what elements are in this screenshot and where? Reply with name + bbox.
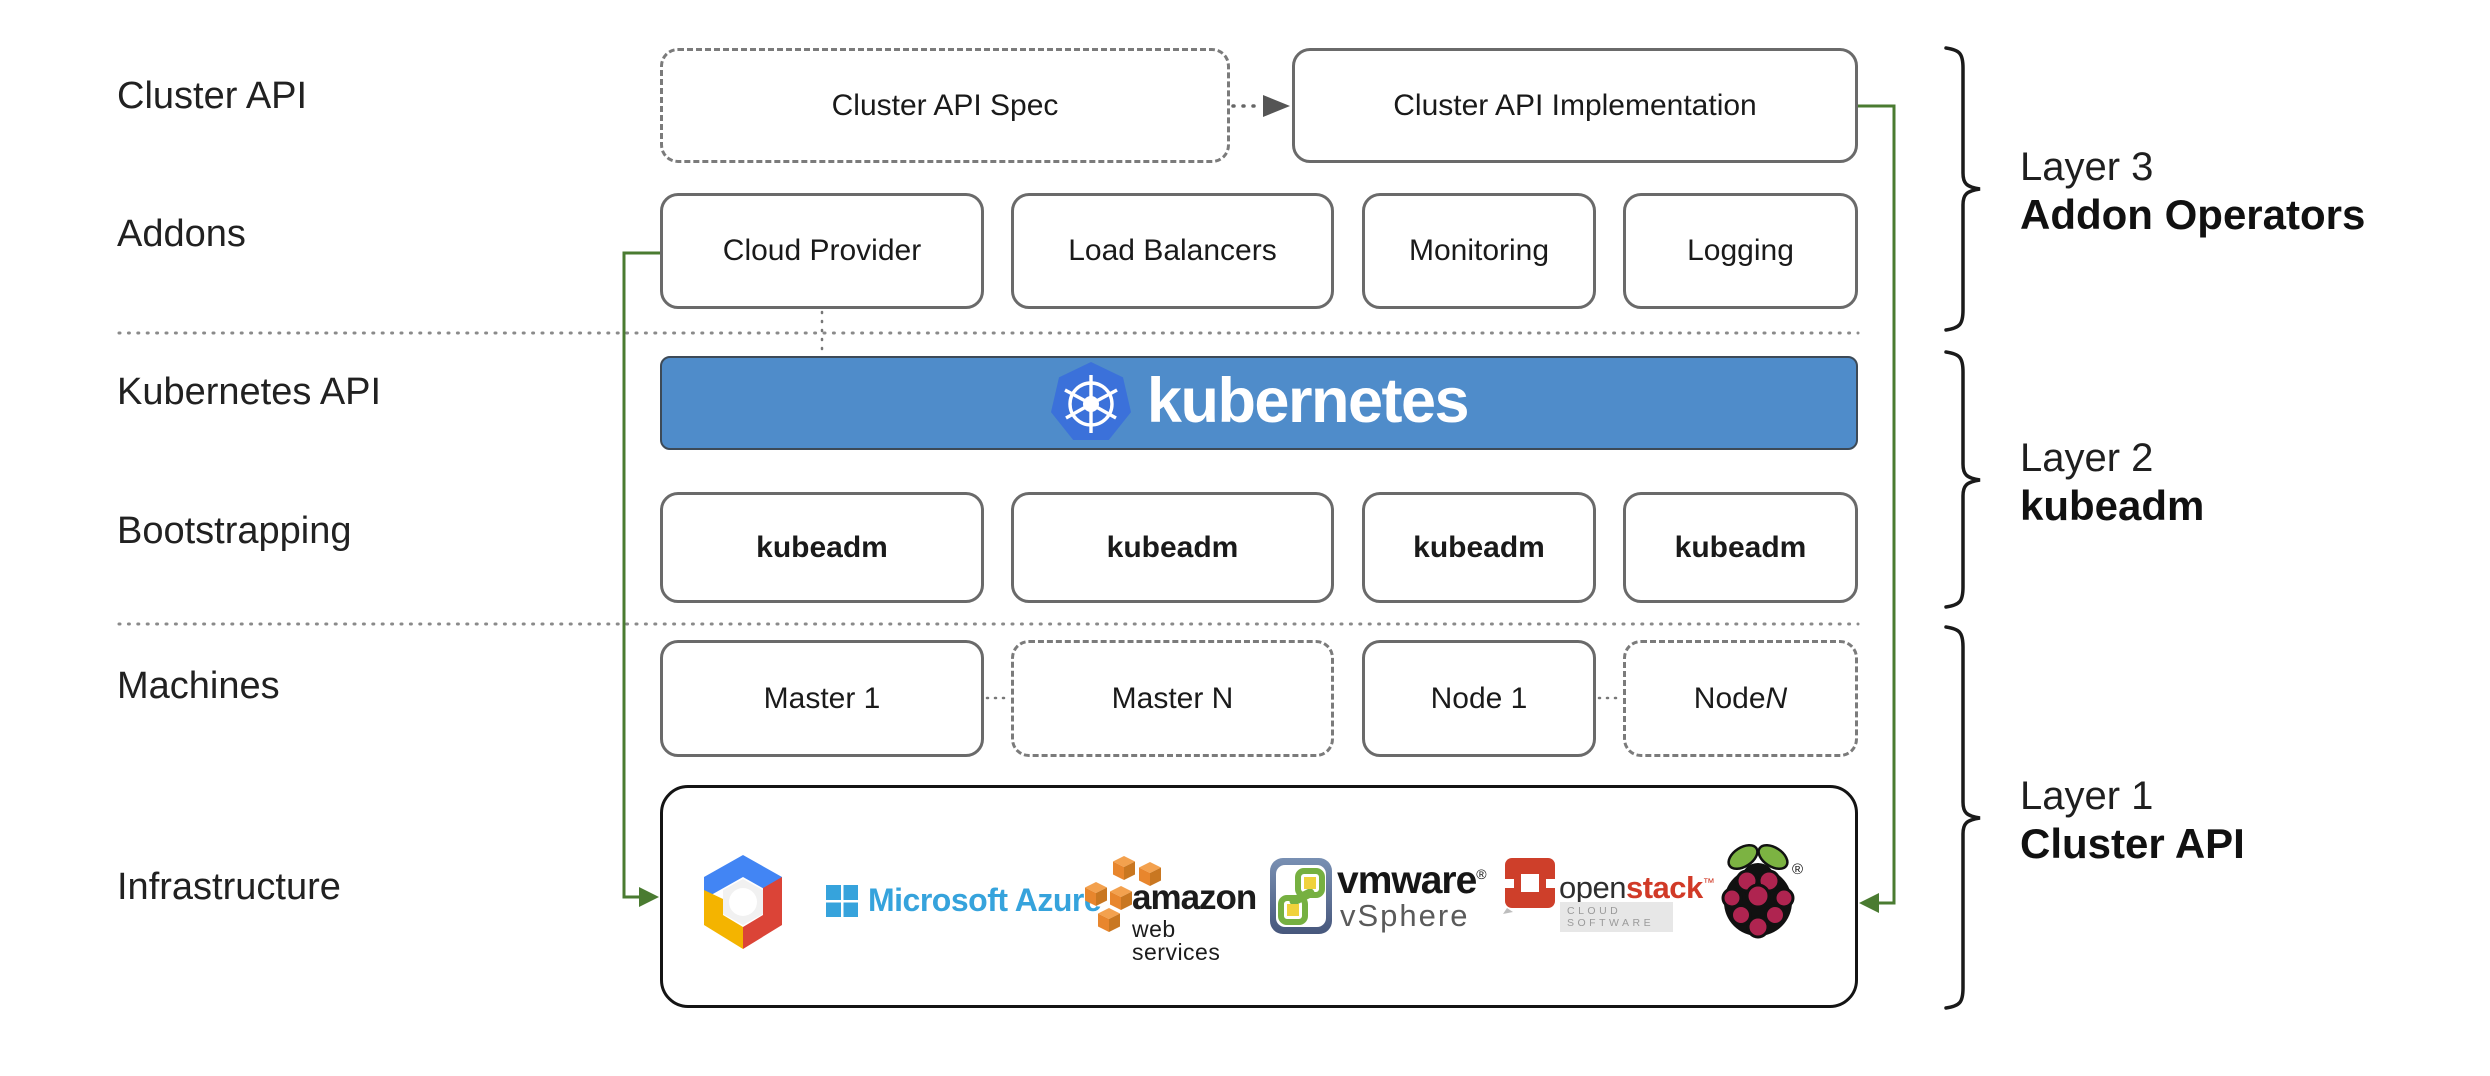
- openstack-wordmark-stack: stack: [1625, 870, 1703, 905]
- green-arrowhead-right-icon: [1859, 893, 1879, 913]
- aws-cube: [1098, 908, 1120, 932]
- machine-box-master-1: Master 1: [660, 640, 984, 757]
- machine-label: Node 1: [1430, 681, 1528, 715]
- layer1-label: Layer 1 Cluster API: [2020, 772, 2245, 868]
- azure-wordmark: Microsoft Azure: [868, 882, 1102, 918]
- openstack-icon: [1503, 858, 1555, 914]
- layer2-title: Layer 2: [2020, 436, 2154, 480]
- machine-label: Master N: [1111, 681, 1234, 715]
- row-label-kubernetes-api: Kubernetes API: [117, 371, 382, 413]
- addon-box-monitoring: Monitoring: [1362, 193, 1596, 309]
- green-arrowhead-left-icon: [639, 887, 659, 907]
- infrastructure-providers-box: [660, 785, 1858, 1008]
- addon-box-cloud-provider: Cloud Provider: [660, 193, 984, 309]
- row-label-bootstrapping: Bootstrapping: [117, 510, 352, 552]
- kubernetes-banner: kubernetes: [660, 356, 1858, 450]
- aws-subtext: web services: [1132, 916, 1221, 965]
- addon-label: Load Balancers: [1068, 234, 1277, 267]
- kubernetes-logo-icon: [1050, 362, 1131, 440]
- vmware-wordmark: vmware: [1337, 859, 1477, 902]
- cluster-api-implementation-label: Cluster API Implementation: [1393, 88, 1757, 122]
- kubeadm-box-3: kubeadm: [1362, 492, 1596, 603]
- raspberry-pi-logo: ®: [1718, 840, 1804, 948]
- machine-label: Node: [1693, 681, 1766, 715]
- vmware-vsphere-logo: vmware® vSphere: [1270, 856, 1487, 938]
- machine-label: Master 1: [763, 681, 881, 715]
- cluster-api-implementation-box: Cluster API Implementation: [1292, 48, 1858, 163]
- raspberry-pi-icon: ®: [1721, 843, 1803, 939]
- layer1-subtitle: Cluster API: [2020, 820, 2245, 867]
- spec-to-impl-arrowhead-icon: [1263, 95, 1290, 117]
- row-label-machines: Machines: [117, 665, 280, 707]
- cluster-api-spec-label: Cluster API Spec: [831, 88, 1059, 122]
- cluster-api-spec-box: Cluster API Spec: [660, 48, 1230, 163]
- row-label-cluster-api: Cluster API: [117, 75, 308, 117]
- raspberry-pi-registered-mark: ®: [1792, 861, 1803, 878]
- aws-cube: [1139, 862, 1161, 886]
- addon-box-logging: Logging: [1623, 193, 1858, 309]
- addon-label: Cloud Provider: [722, 234, 922, 267]
- aws-cube: [1085, 882, 1107, 906]
- layer2-subtitle: kubeadm: [2020, 482, 2205, 529]
- layer2-brace: [1944, 350, 1981, 609]
- kubeadm-box-4: kubeadm: [1623, 492, 1858, 603]
- kubeadm-label: kubeadm: [756, 530, 888, 564]
- kubeadm-label: kubeadm: [1674, 530, 1807, 564]
- kubeadm-label: kubeadm: [1413, 530, 1545, 564]
- addon-label: Logging: [1687, 234, 1794, 267]
- vmware-registered-mark: ®: [1476, 866, 1486, 882]
- green-connector-left: [622, 251, 660, 899]
- kubeadm-box-1: kubeadm: [660, 492, 984, 603]
- google-cloud-icon: [704, 855, 782, 949]
- layer3-brace: [1944, 46, 1981, 332]
- green-connector-right: [1858, 104, 1896, 905]
- kubeadm-box-2: kubeadm: [1011, 492, 1334, 603]
- row-label-addons: Addons: [117, 213, 246, 255]
- row-label-infrastructure: Infrastructure: [117, 866, 341, 908]
- aws-cube: [1113, 856, 1135, 880]
- aws-cubes-icon: [1085, 856, 1161, 932]
- microsoft-flag-icon: [826, 884, 858, 917]
- machine-box-node-1: Node 1: [1362, 640, 1596, 757]
- machine-label-n-italic: N: [1765, 681, 1788, 715]
- vsphere-wordmark: vSphere: [1340, 898, 1470, 933]
- addon-box-load-balancers: Load Balancers: [1011, 193, 1334, 309]
- layer2-label: Layer 2 kubeadm: [2020, 434, 2204, 530]
- openstack-trademark: ™: [1702, 875, 1715, 890]
- layer3-title: Layer 3: [2020, 145, 2154, 189]
- layer1-title: Layer 1: [2020, 774, 2154, 818]
- openstack-logo: openstack™ CLOUD SOFTWARE: [1503, 856, 1715, 932]
- layer1-brace: [1944, 625, 1981, 1010]
- microsoft-azure-logo: Microsoft Azure: [826, 882, 1102, 919]
- addon-label: Monitoring: [1408, 234, 1550, 267]
- machine-box-master-n: Master N: [1011, 640, 1334, 757]
- kubeadm-label: kubeadm: [1106, 530, 1239, 564]
- machine-box-node-n: Node N: [1623, 640, 1858, 757]
- aws-cube: [1110, 886, 1132, 910]
- aws-wordmark: amazon: [1132, 878, 1257, 917]
- layer3-subtitle: Addon Operators: [2020, 191, 2366, 238]
- openstack-subtext: CLOUD SOFTWARE: [1560, 902, 1673, 932]
- layer3-label: Layer 3 Addon Operators: [2020, 143, 2365, 239]
- vsphere-icon: [1270, 858, 1332, 934]
- openstack-wordmark-open: open: [1559, 870, 1626, 905]
- kubernetes-wordmark: kubernetes: [1146, 366, 1470, 436]
- aws-logo: amazon web services: [1083, 856, 1263, 964]
